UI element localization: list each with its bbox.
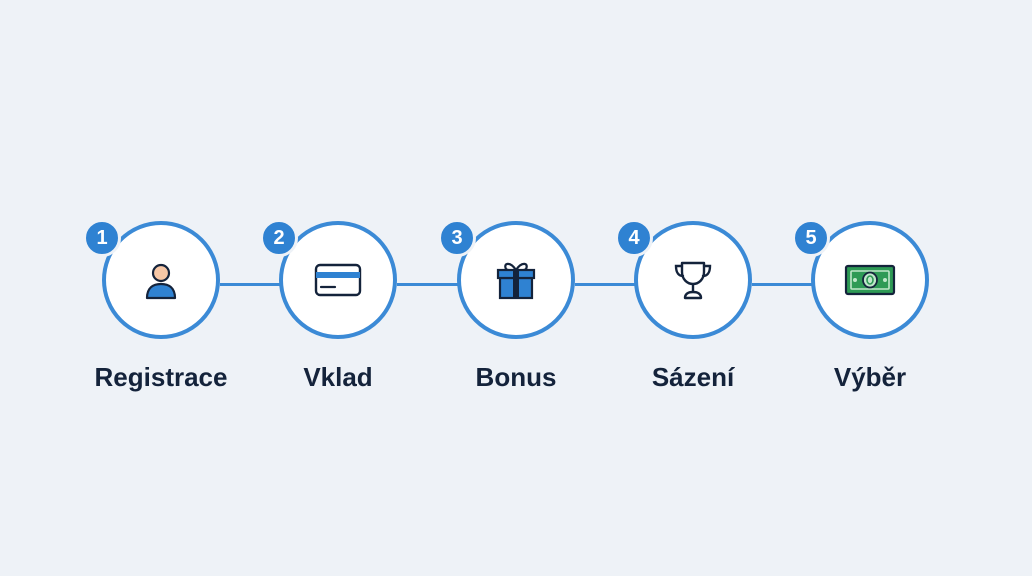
step-number-badge: 2 [260,219,298,257]
step-sazeni: 4 Sázení [606,0,786,576]
trophy-icon [670,257,716,303]
step-label: Vklad [303,362,373,392]
step-number-badge: 1 [83,219,121,257]
step-bonus: 3 Bonus [429,0,609,576]
step-vyber: 5 Výběr [783,0,963,576]
step-vklad: 2 Vklad [251,0,431,576]
step-label: Sázení [651,362,735,392]
connector-line [220,283,280,286]
step-label: Bonus [475,362,557,392]
step-registrace: 1 Registrace [74,0,254,576]
step-number-badge: 3 [438,219,476,257]
user-icon [139,258,183,302]
step-number-badge: 4 [615,219,653,257]
connector-line [575,283,635,286]
connector-line [397,283,458,286]
step-label: Registrace [94,362,228,392]
gift-icon [493,257,539,303]
credit-card-icon [313,260,363,300]
step-circle [102,221,220,339]
cash-icon [844,263,896,297]
step-circle [279,221,397,339]
step-number-badge: 5 [792,219,830,257]
step-circle [634,221,752,339]
step-circle [811,221,929,339]
connector-line [752,283,812,286]
step-label: Výběr [833,362,907,392]
step-circle [457,221,575,339]
